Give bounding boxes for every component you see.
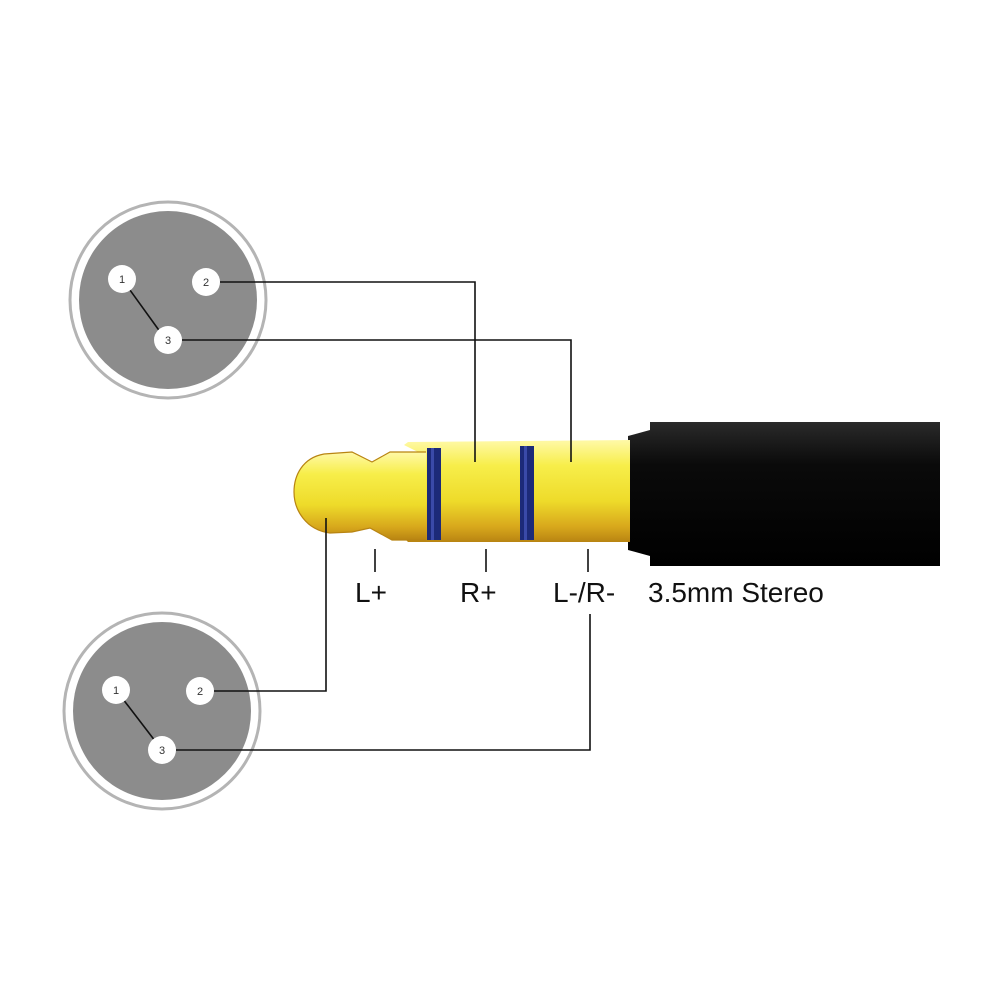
- xlr-bottom-face: [73, 622, 251, 800]
- xlr-top-face: [79, 211, 257, 389]
- plug-body: [628, 422, 940, 566]
- xlr-bottom-pin1-label: 1: [113, 685, 119, 697]
- plug-tip-outline: [293, 451, 426, 541]
- xlr-top-pin2-label: 2: [203, 277, 209, 289]
- xlr-bottom-pin2-label: 2: [197, 686, 203, 698]
- plug-sleeve-gold: [404, 440, 630, 542]
- xlr-top-pin1-label: 1: [119, 274, 125, 286]
- xlr-top-pin3-label: 3: [165, 335, 171, 347]
- insulator-ring-1-highlight: [431, 448, 434, 540]
- xlr-connector-top: 1 2 3: [68, 200, 268, 400]
- xlr-bottom-pin2: [186, 677, 214, 705]
- xlr-connector-bottom: 1 2 3: [62, 611, 262, 811]
- trs-plug: [293, 422, 940, 566]
- wire-bottom-pin3-to-sleeve: [176, 614, 591, 751]
- insulator-ring-2-highlight: [524, 446, 527, 540]
- label-connector-type: 3.5mm Stereo: [648, 577, 824, 608]
- xlr-bottom-pin1: [102, 676, 130, 704]
- wire-bottom-pin2-to-tip: [214, 518, 327, 692]
- xlr-top-pin1: [108, 265, 136, 293]
- label-l-plus: L+: [355, 577, 387, 608]
- xlr-bottom-pin3: [148, 736, 176, 764]
- label-r-plus: R+: [460, 577, 497, 608]
- xlr-bottom-pin3-label: 3: [159, 745, 165, 757]
- label-l-minus-r-minus: L-/R-: [553, 577, 615, 608]
- xlr-top-pin2: [192, 268, 220, 296]
- plug-tip-gold: [294, 452, 426, 540]
- wire-top-pin3-to-sleeve: [182, 339, 572, 462]
- wiring: [176, 281, 591, 751]
- wire-top-pin2-to-ring: [220, 281, 476, 462]
- xlr-top-pin3: [154, 326, 182, 354]
- label-ticks: [374, 549, 589, 572]
